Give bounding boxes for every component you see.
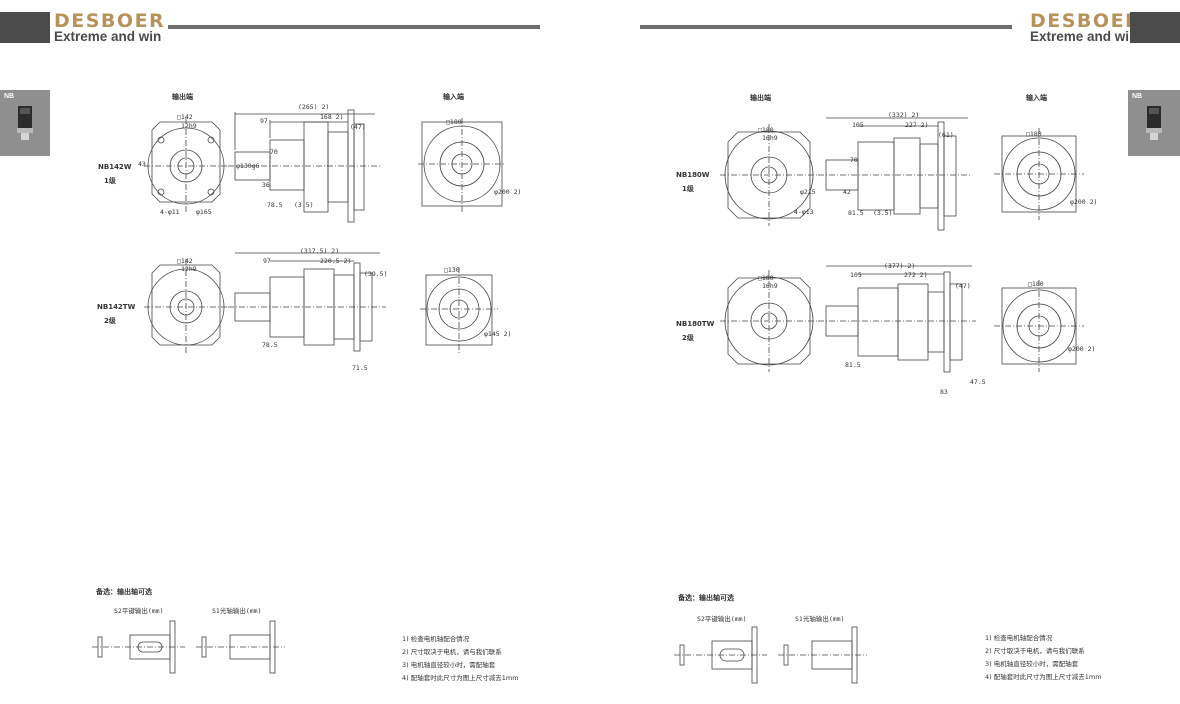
note-item: 1) 检查电机轴配合情况 — [402, 635, 470, 643]
model-stage: 2级 — [104, 317, 116, 325]
dim-label: (265) 2) — [298, 103, 330, 111]
view-title-input-right: 输入端 — [1026, 94, 1047, 102]
dim-label: □142 — [177, 257, 193, 265]
gearbox-thumbnail-icon — [1146, 106, 1162, 140]
dim-label: φ165 — [196, 208, 212, 216]
side-tab-label: NB — [4, 93, 15, 100]
dim-label: 105 — [850, 271, 862, 279]
drawing-nb142tw — [144, 252, 498, 355]
dim-label: 70 — [850, 156, 858, 164]
dim-label: □180 — [758, 126, 774, 134]
dim-label: 168 2) — [320, 113, 344, 121]
model-code: NB142TW — [97, 303, 136, 311]
dim-label: (47) — [350, 123, 366, 131]
drawing-shaft-options-right — [674, 626, 867, 684]
note-item: 4) 配轴套时此尺寸为图上尺寸减去1mm — [985, 673, 1102, 681]
options-title: 备选：输出轴可选 — [678, 594, 734, 602]
header-rule-left — [168, 25, 540, 29]
dim-label: φ130g6 — [236, 162, 260, 170]
option-s2-label: S2平键输出(mm) — [114, 607, 164, 615]
option-s2-label: S2平键输出(mm) — [697, 615, 747, 623]
dim-label: 12h9 — [181, 265, 197, 273]
drawing-nb180w — [720, 117, 1084, 231]
dim-label: φ200 2) — [494, 188, 522, 196]
gearbox-thumbnail-icon — [17, 106, 33, 140]
dim-label: (377) 2) — [884, 262, 916, 270]
dim-label: 81.5 — [845, 361, 861, 369]
model-stage: 1级 — [104, 177, 116, 185]
dim-label: 71.5 — [352, 364, 368, 372]
drawing-shaft-options-left — [92, 620, 285, 674]
option-s1-label: S1光轴输出(mm) — [795, 615, 845, 623]
note-item: 4) 配轴套时此尺寸为图上尺寸减去1mm — [402, 674, 519, 682]
model-stage: 2级 — [682, 334, 694, 342]
dim-label: □180 — [1028, 280, 1044, 288]
side-tab-right: NB — [1128, 90, 1180, 156]
dim-label: φ200 2) — [1070, 198, 1098, 206]
dim-label: (47) — [955, 282, 971, 290]
dim-label: φ200 2) — [1068, 345, 1096, 353]
dim-label: 16h9 — [762, 282, 778, 290]
dim-label: 12h9 — [181, 122, 197, 130]
dim-label: 78.5 — [267, 201, 283, 209]
dim-label: 70 — [270, 148, 278, 156]
dim-label: 81.5 — [848, 209, 864, 217]
dim-label: (317.5) 2) — [300, 247, 340, 255]
dim-label: 47.5 — [970, 378, 986, 386]
note-item: 2) 尺寸取决于电机，请与我们联系 — [985, 647, 1085, 655]
dim-label: φ145 2) — [484, 330, 512, 338]
view-title-output-left: 输出端 — [172, 93, 193, 101]
header-rule-right — [640, 25, 1012, 29]
dim-label: (3.5) — [873, 209, 893, 217]
note-item: 1) 检查电机轴配合情况 — [985, 634, 1053, 642]
dim-label: (332) 2) — [888, 111, 920, 119]
dim-label: 16h9 — [762, 134, 778, 142]
model-code: NB142W — [98, 163, 132, 171]
option-s1-label: S1光轴输出(mm) — [212, 607, 262, 615]
brand-logo-left: DESBOER — [54, 10, 166, 32]
dim-label: 97 — [263, 257, 271, 265]
dim-label: 43 — [138, 160, 146, 168]
model-code: NB180W — [676, 171, 710, 179]
dim-label: 227 2) — [905, 121, 929, 129]
model-code: NB180TW — [676, 320, 715, 328]
dim-label: 78.5 — [262, 341, 278, 349]
side-tab-left: NB — [0, 90, 50, 156]
dim-label: 4-φ13 — [794, 208, 814, 216]
dim-label: φ215 — [800, 188, 816, 196]
note-item: 3) 电机轴直径较小时，需配轴套 — [402, 661, 496, 669]
brand-logo-right: DESBOER — [1030, 10, 1142, 32]
brand-slogan-left: Extreme and win — [54, 29, 162, 44]
dim-label: □180 — [758, 274, 774, 282]
note-item: 3) 电机轴直径较小时，需配轴套 — [985, 660, 1079, 668]
dim-label: 42 — [843, 188, 851, 196]
drawing-nb142w — [144, 109, 506, 223]
corner-block-right — [1130, 12, 1180, 43]
dim-label: 83 — [940, 388, 948, 396]
options-title: 备选：输出轴可选 — [96, 588, 152, 596]
corner-block-left — [0, 12, 50, 43]
dim-label: (39.5) — [364, 270, 388, 278]
view-title-input-left: 输入端 — [443, 93, 464, 101]
side-tab-label: NB — [1132, 93, 1143, 100]
dim-label: □142 — [177, 113, 193, 121]
dim-label: 4-φ11 — [160, 208, 180, 216]
dim-label: □130 — [444, 266, 460, 274]
model-stage: 1级 — [682, 185, 694, 193]
dim-label: 220.5 2) — [320, 257, 352, 265]
brand-slogan-right: Extreme and win — [1030, 29, 1138, 44]
dim-label: (3.5) — [294, 201, 314, 209]
dim-label: □180 — [446, 118, 462, 126]
dim-label: (61) — [938, 131, 954, 139]
view-title-output-right: 输出端 — [750, 94, 771, 102]
dim-label: 97 — [260, 117, 268, 125]
dim-label: 272 2) — [904, 271, 928, 279]
dim-label: 105 — [852, 121, 864, 129]
dim-label: □180 — [1026, 130, 1042, 138]
drawing-nb180tw — [720, 265, 1084, 373]
note-item: 2) 尺寸取决于电机，请与我们联系 — [402, 648, 502, 656]
dim-label: 36 — [262, 181, 270, 189]
